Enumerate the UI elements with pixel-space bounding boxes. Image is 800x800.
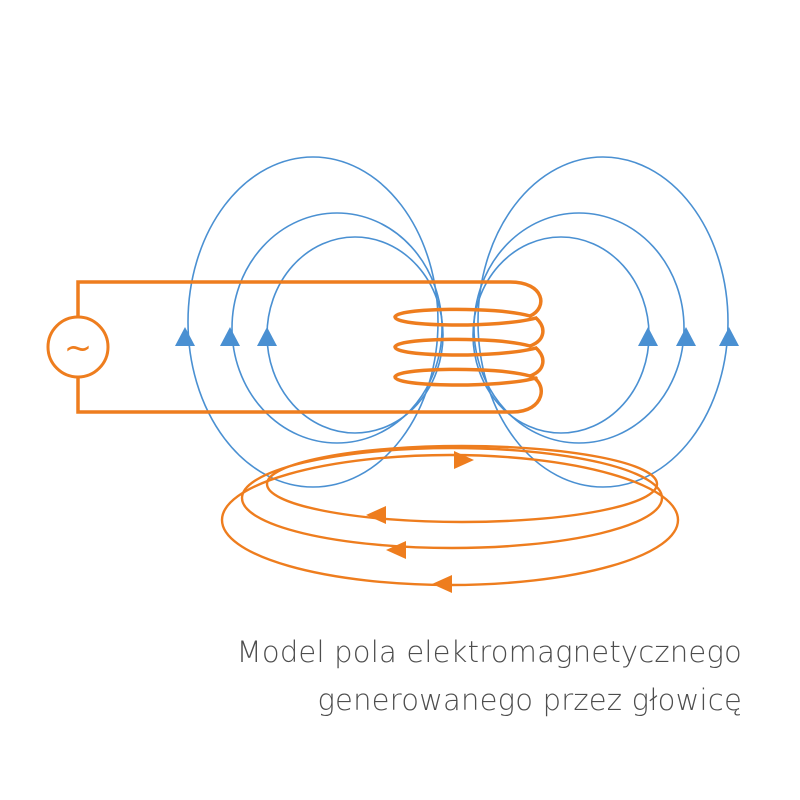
circuit-wire bbox=[76, 280, 543, 414]
excitation-circuit: ~ bbox=[46, 280, 545, 414]
eddy-arrow-1 bbox=[366, 506, 386, 524]
eddy-arrow-top bbox=[454, 451, 474, 469]
ac-source-icon bbox=[46, 315, 110, 379]
field-arrow-left-2 bbox=[220, 327, 240, 346]
coil-turn-1 bbox=[393, 307, 545, 348]
eddy-arrow-2 bbox=[386, 541, 406, 559]
ac-symbol: ~ bbox=[64, 328, 93, 368]
caption-line-2: generowanego przez głowicę bbox=[317, 683, 742, 717]
field-arrow-right-3 bbox=[719, 327, 739, 346]
eddy-arrow-3 bbox=[432, 575, 452, 593]
field-arrow-left-3 bbox=[257, 327, 277, 346]
magnetic-field-lines bbox=[175, 156, 739, 488]
field-line-left-outer bbox=[187, 156, 439, 488]
eddy-current-loops bbox=[220, 444, 680, 593]
field-line-left-middle bbox=[231, 212, 443, 444]
coil-turn-3 bbox=[393, 367, 538, 387]
coil-turn-2 bbox=[393, 337, 545, 378]
eddy-loop-middle bbox=[240, 446, 664, 550]
field-line-right-outer bbox=[477, 156, 729, 488]
caption-line-1: Model pola elektromagnetycznego bbox=[236, 635, 742, 669]
field-arrow-right-2 bbox=[676, 327, 696, 346]
caption: Model pola elektromagnetycznego generowa… bbox=[237, 628, 742, 724]
field-arrow-right-1 bbox=[638, 327, 658, 346]
eddy-loop-outer bbox=[220, 453, 680, 587]
field-arrow-left-1 bbox=[175, 327, 195, 346]
eddy-loop-inner bbox=[265, 444, 659, 524]
field-line-right-middle bbox=[473, 212, 685, 444]
